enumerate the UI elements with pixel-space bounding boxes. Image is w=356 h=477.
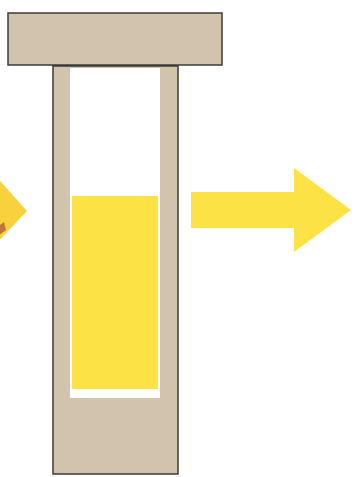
outgoing-arrow — [191, 168, 351, 252]
incoming-arrow-accent — [0, 222, 6, 235]
incoming-arrow — [0, 180, 27, 240]
incoming-arrow-head — [0, 180, 27, 240]
tube-cap — [7, 12, 223, 66]
liquid — [72, 196, 158, 389]
